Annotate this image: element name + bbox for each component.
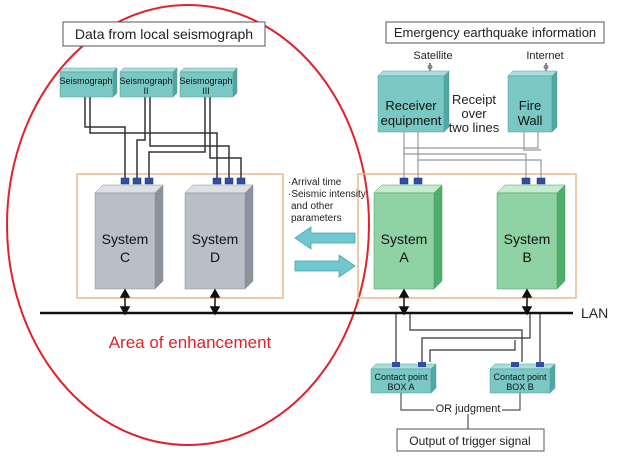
firewall-label-1: Fire	[519, 98, 541, 113]
arrow-right	[294, 254, 356, 278]
system-d: System D	[184, 184, 254, 290]
fire-wall: Fire Wall	[507, 70, 558, 133]
system-a: System A	[373, 184, 443, 290]
receipt-line-2: over	[461, 106, 487, 121]
local-systems-area	[76, 173, 284, 299]
system-c-id: C	[120, 249, 130, 265]
contact-point-a: Contact point BOX A	[370, 363, 437, 394]
eei-title-box	[385, 21, 605, 44]
receiver-label-1: Receiver	[385, 98, 437, 113]
seismograph-1-label: Seismograph	[59, 76, 112, 86]
seismograph-2-label: Seismograph	[119, 76, 172, 86]
system-d-id: D	[210, 249, 220, 265]
satellite-label: Satellite	[413, 50, 452, 62]
local-title-box	[62, 21, 266, 47]
eei-systems-area	[357, 173, 577, 299]
receiver-equipment: Receiver equipment	[377, 70, 450, 133]
system-b: System B	[496, 184, 566, 290]
firewall-label-2: Wall	[518, 113, 543, 128]
lan-label: LAN	[581, 305, 608, 321]
system-a-label: System	[381, 231, 428, 247]
seismograph-3: Seismograph III	[179, 67, 238, 98]
seismograph-3-label: Seismograph	[179, 76, 232, 86]
arrow-left	[294, 226, 356, 250]
contact-b-label: Contact point	[493, 372, 547, 382]
receipt-line-3: two lines	[449, 120, 500, 135]
enhancement-label: Area of enhancement	[109, 333, 272, 352]
output-label: Output of trigger signal	[409, 434, 530, 448]
contact-point-b: Contact point BOX B	[489, 363, 556, 394]
system-d-label: System	[192, 231, 239, 247]
seismograph-2-sublabel: II	[143, 86, 148, 96]
arrival-line-1: ·Arrival time	[288, 177, 342, 188]
local-title: Data from local seismograph	[75, 26, 253, 42]
enhancement-ellipse	[6, 4, 370, 446]
system-c: System C	[94, 184, 164, 290]
system-b-label: System	[504, 231, 551, 247]
receiver-label-2: equipment	[381, 113, 442, 128]
internet-label: Internet	[526, 50, 563, 62]
seismograph-2: Seismograph II	[119, 67, 178, 98]
receipt-line-1: Receipt	[452, 92, 496, 107]
seismograph-3-sublabel: III	[202, 86, 210, 96]
contact-b-sublabel: BOX B	[506, 382, 534, 392]
system-c-label: System	[102, 231, 149, 247]
output-box	[396, 428, 545, 452]
contact-a-label: Contact point	[374, 372, 428, 382]
arrival-line-3: and other	[291, 201, 334, 212]
or-judgment-label: OR judgment	[436, 403, 501, 415]
eei-title: Emergency earthquake information	[394, 25, 596, 40]
contact-a-sublabel: BOX A	[387, 382, 414, 392]
system-b-id: B	[522, 249, 531, 265]
arrival-line-4: parameters	[291, 213, 342, 224]
arrival-line-2: ·Seismic intensity	[288, 189, 366, 200]
seismograph-1: Seismograph	[59, 67, 118, 98]
system-a-id: A	[399, 249, 409, 265]
